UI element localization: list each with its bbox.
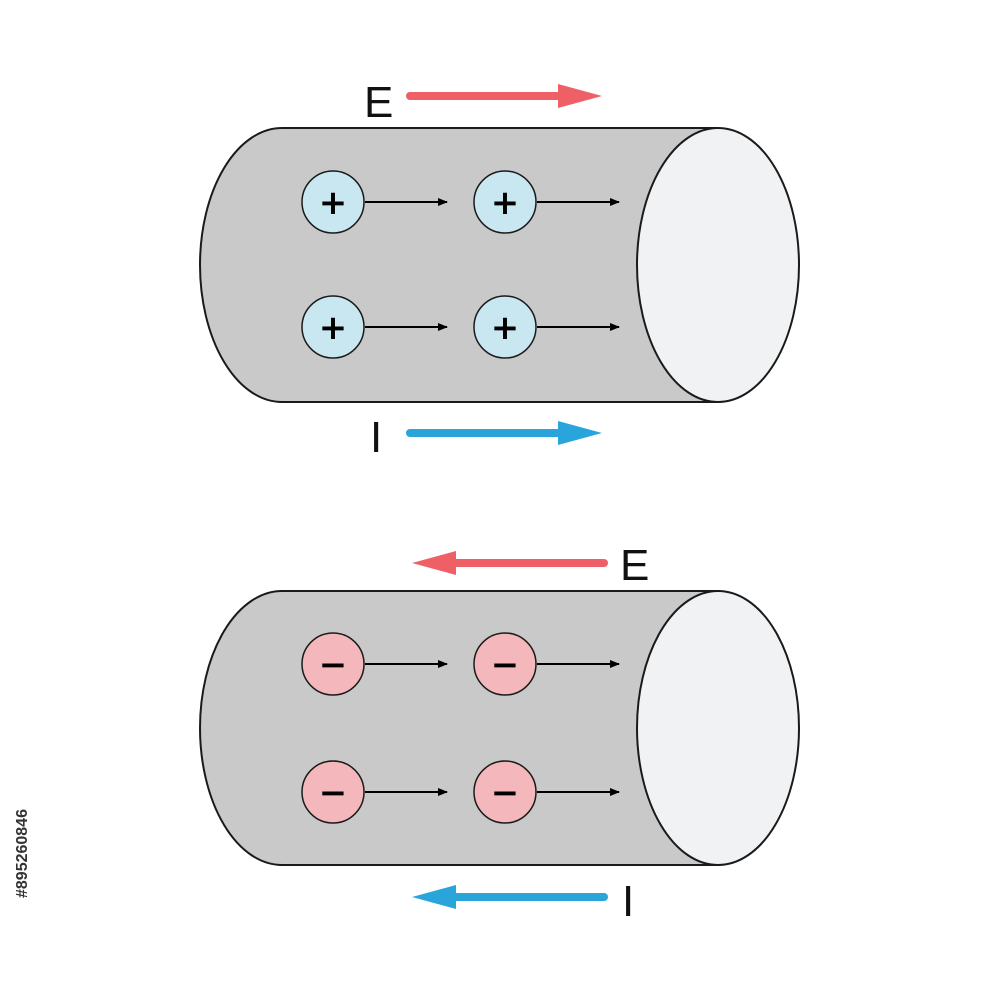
negative-charge <box>301 632 365 696</box>
top-current-arrow <box>406 421 602 445</box>
stock-id-watermark: #895260846 <box>14 809 31 898</box>
bottom-current-arrow <box>412 885 608 909</box>
plus-sign: + <box>491 183 520 223</box>
bottom-current-label: I <box>622 877 634 926</box>
top-charges: + + + + <box>301 170 620 359</box>
minus-sign: − <box>491 645 520 685</box>
top-panel: E + + + + <box>199 78 800 462</box>
bottom-panel: E − − − − <box>199 541 800 926</box>
positive-charge <box>473 295 537 359</box>
bottom-field-label: E <box>620 541 649 590</box>
minus-sign: − <box>491 773 520 813</box>
positive-charge <box>301 295 365 359</box>
bottom-charge-4: − <box>473 760 537 824</box>
bottom-field-arrowhead <box>412 551 456 575</box>
bottom-conductor <box>199 590 800 866</box>
top-conductor-end-face <box>636 127 800 403</box>
top-conductor <box>199 127 800 403</box>
top-charge-1: + <box>301 170 365 234</box>
negative-charge <box>473 632 537 696</box>
top-field-label: E <box>364 78 393 127</box>
top-charge-3: + <box>301 295 365 359</box>
top-current-label: I <box>370 413 382 462</box>
top-field-arrow <box>406 84 602 108</box>
plus-sign: + <box>491 308 520 348</box>
bottom-charge-3: − <box>301 760 365 824</box>
bottom-current-arrowhead <box>412 885 456 909</box>
top-charge-4: + <box>473 295 537 359</box>
positive-charge <box>301 170 365 234</box>
negative-charge <box>473 760 537 824</box>
bottom-conductor-end-face <box>636 590 800 866</box>
negative-charge <box>301 760 365 824</box>
plus-sign: + <box>319 183 348 223</box>
positive-charge <box>473 170 537 234</box>
top-current-arrowhead <box>558 421 602 445</box>
minus-sign: − <box>319 773 348 813</box>
stock-id-text: #895260846 <box>14 809 31 898</box>
bottom-field-arrow <box>412 551 608 575</box>
top-field-arrowhead <box>558 84 602 108</box>
bottom-charges: − − − − <box>301 632 620 824</box>
top-charge-2: + <box>473 170 537 234</box>
plus-sign: + <box>319 308 348 348</box>
minus-sign: − <box>319 645 348 685</box>
bottom-charge-1: − <box>301 632 365 696</box>
bottom-charge-2: − <box>473 632 537 696</box>
